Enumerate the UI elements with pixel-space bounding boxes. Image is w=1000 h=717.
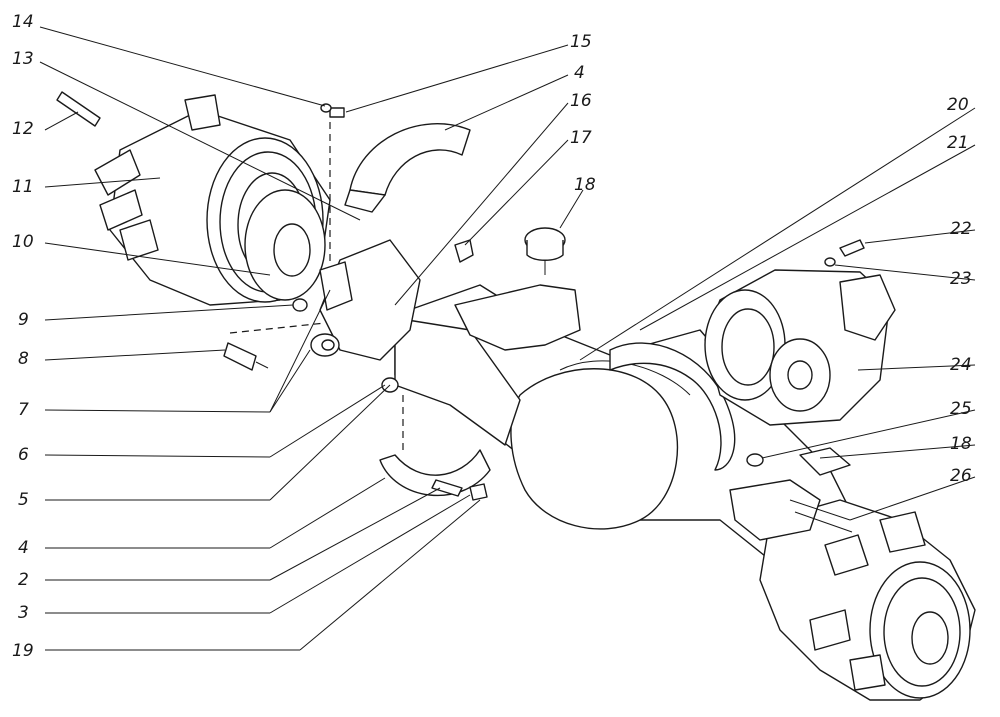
callout-11: 11 <box>12 177 34 197</box>
leader-3b <box>269 494 471 614</box>
leader-25 <box>761 409 976 459</box>
leader-15 <box>345 44 569 113</box>
callout-labels: 14 15 13 4 16 17 12 18 20 21 11 10 22 23… <box>12 12 972 661</box>
callout-21: 21 <box>947 133 969 153</box>
callout-20: 20 <box>947 95 969 115</box>
bolt-22 <box>824 239 865 267</box>
leader-20 <box>579 107 976 361</box>
callout-7: 7 <box>18 400 29 420</box>
leader-26 <box>849 476 976 521</box>
parts-drawing <box>56 91 976 701</box>
leader-7a <box>44 409 271 413</box>
leader-17 <box>464 139 569 246</box>
stud-12 <box>56 91 101 127</box>
leader-21 <box>639 144 976 331</box>
leader-12 <box>44 111 79 131</box>
callout-4-bottom: 4 <box>18 538 29 558</box>
leader-18a <box>559 189 584 229</box>
leader-7b <box>269 349 311 413</box>
leader-8 <box>44 349 226 361</box>
leader-14 <box>39 26 326 107</box>
leader-13 <box>39 61 361 221</box>
leader-lines <box>39 26 976 651</box>
leader-10 <box>44 242 271 276</box>
leader-9 <box>44 304 294 321</box>
callout-5: 5 <box>18 490 29 510</box>
leader-16 <box>394 102 569 306</box>
callout-4-top: 4 <box>574 63 585 83</box>
breather-17 <box>454 239 474 263</box>
callout-9: 9 <box>18 310 29 330</box>
callout-16: 16 <box>570 91 592 111</box>
leader-4a <box>444 74 569 131</box>
callout-12: 12 <box>12 119 34 139</box>
callout-13: 13 <box>12 49 34 69</box>
leader-19b <box>299 499 481 651</box>
left-brake-drum <box>94 94 331 306</box>
leader-5b <box>269 384 391 501</box>
spring-seat <box>729 447 853 541</box>
leader-2b <box>269 487 441 581</box>
leader-4bb <box>269 477 386 549</box>
upper-brake-shield <box>344 123 471 213</box>
right-hub <box>759 499 976 701</box>
callout-8: 8 <box>18 349 29 369</box>
leader-23 <box>834 264 976 281</box>
callout-23: 23 <box>950 269 972 289</box>
leader-11 <box>44 177 161 188</box>
callout-10: 10 <box>12 232 34 252</box>
callout-15: 15 <box>570 32 592 52</box>
differential-assembly <box>704 269 896 426</box>
callout-18-top: 18 <box>574 175 596 195</box>
callout-6: 6 <box>18 445 29 465</box>
callout-2: 2 <box>18 570 29 590</box>
leader-18b <box>819 444 976 459</box>
chamber-18-top <box>524 227 566 275</box>
left-knuckle <box>223 239 421 393</box>
leader-7c <box>269 289 331 413</box>
callout-25: 25 <box>950 399 972 419</box>
callout-14: 14 <box>12 12 34 32</box>
leader-24 <box>857 364 976 371</box>
leader-22 <box>864 229 976 244</box>
leader-6 <box>44 454 271 458</box>
callout-3: 3 <box>18 603 29 623</box>
callout-22: 22 <box>950 219 972 239</box>
lower-brake-shield <box>379 449 491 501</box>
callout-17: 17 <box>570 128 592 148</box>
callout-26: 26 <box>950 466 972 486</box>
leader-6b <box>269 384 386 458</box>
callout-18-bottom: 18 <box>950 434 972 454</box>
callout-19: 19 <box>12 641 34 661</box>
callout-24: 24 <box>950 355 972 375</box>
